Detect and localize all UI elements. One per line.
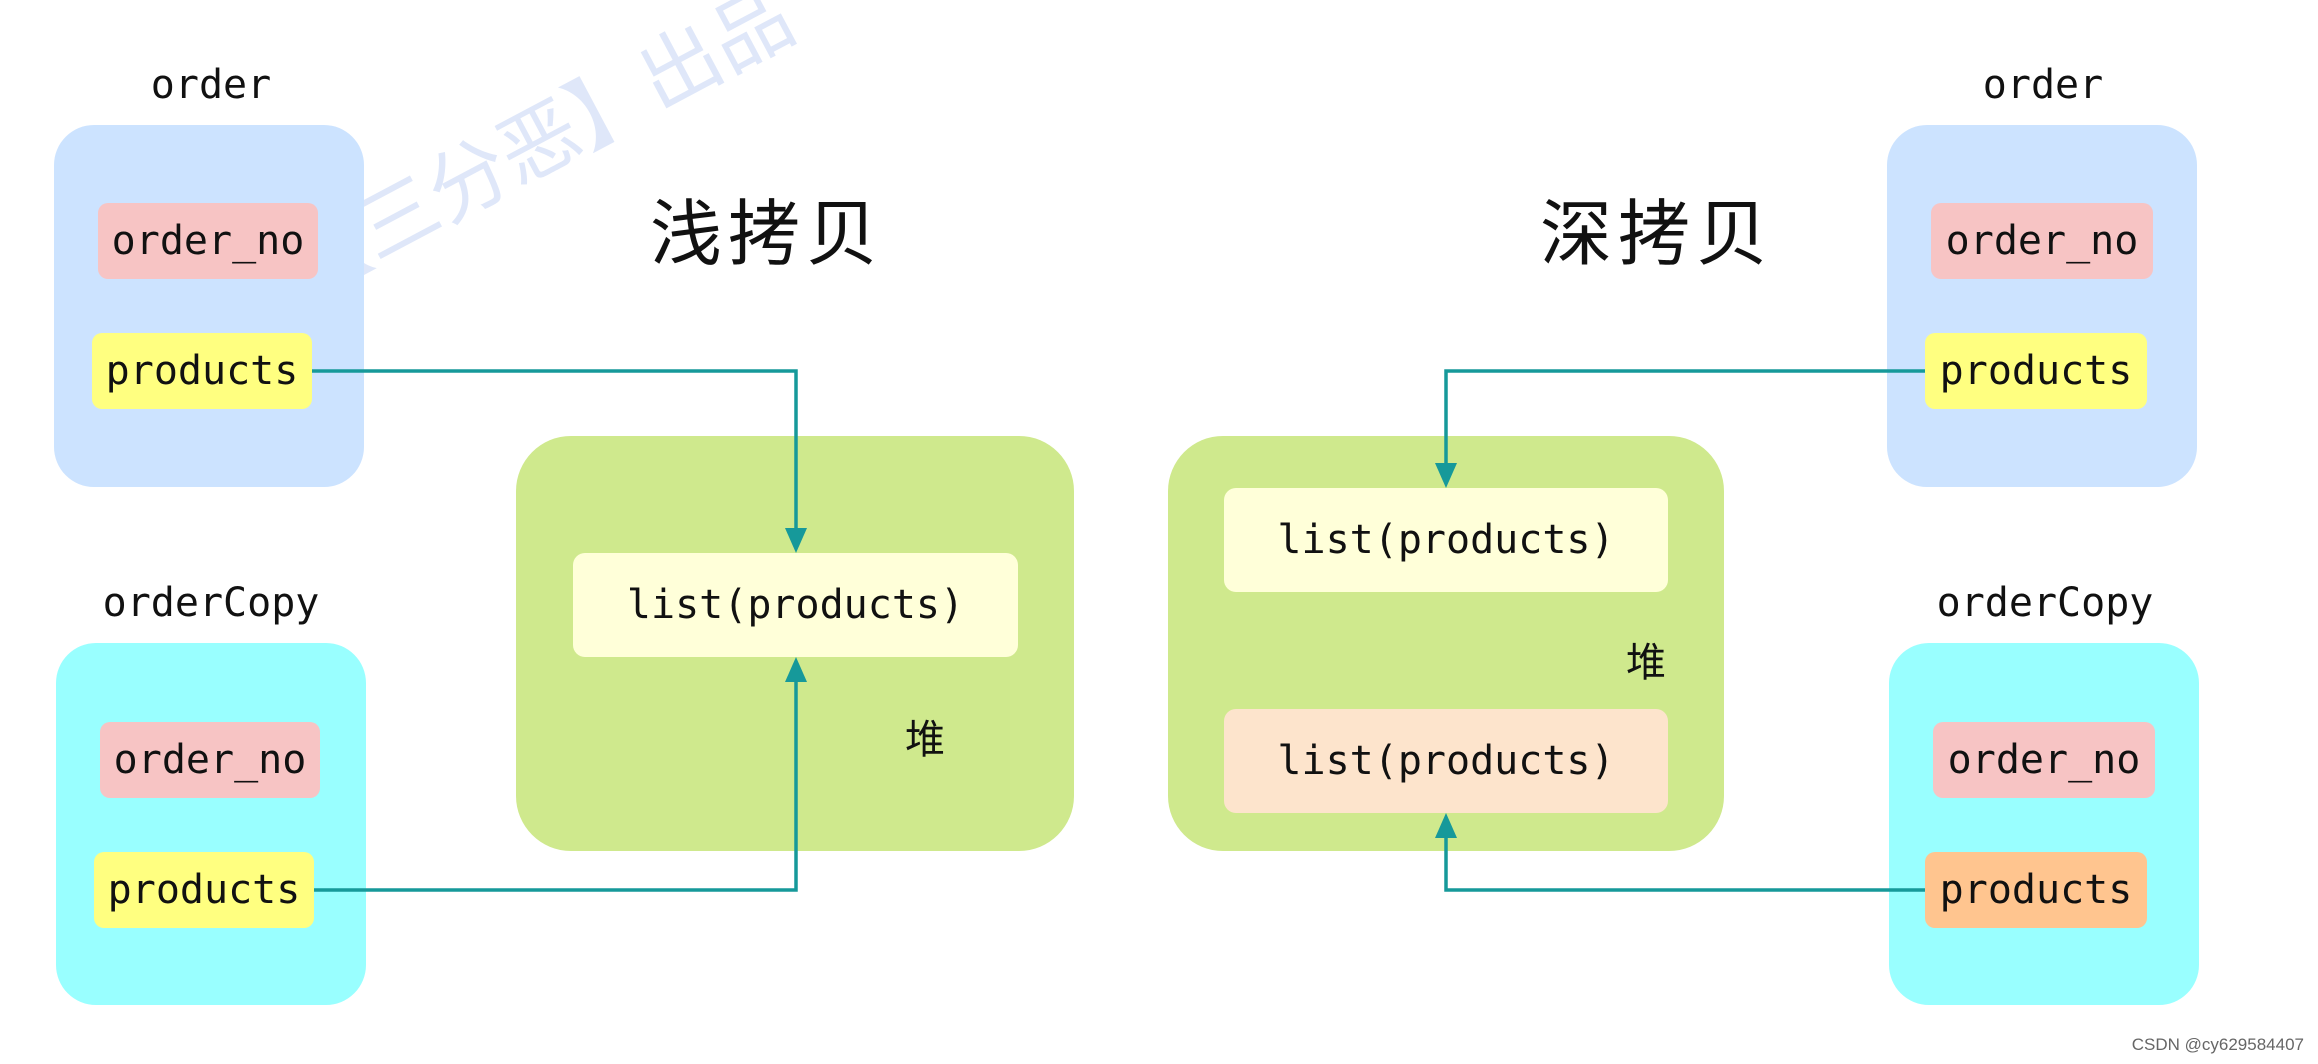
order-copy-object-left (56, 643, 366, 1005)
arrowhead-deep-top (1435, 463, 1457, 488)
order-copy-label-left: orderCopy (102, 580, 320, 626)
products-field-order-right: products (1925, 333, 2147, 409)
arrow-order-products-to-list-deep (1444, 369, 1925, 470)
arrowhead-deep-bottom (1435, 813, 1457, 838)
order-copy-label-right: orderCopy (1936, 580, 2154, 626)
list-products-original-deep: list(products) (1224, 488, 1668, 592)
source-credit: CSDN @cy629584407 (2131, 1035, 2304, 1054)
order-label-left: order (150, 62, 272, 108)
products-field-order-left: products (92, 333, 312, 409)
heap-label-shallow: 堆 (905, 717, 945, 763)
products-field-copy-right: products (1925, 852, 2147, 928)
order-object-left (54, 125, 364, 487)
order-copy-object-right (1889, 643, 2199, 1005)
order-no-field-copy-right: order_no (1933, 722, 2155, 798)
arrowhead-shallow-top (785, 528, 807, 553)
arrowhead-shallow-bottom (785, 657, 807, 682)
order-label-right: order (1982, 62, 2104, 108)
order-no-field-copy-left: order_no (100, 722, 320, 798)
order-no-field-left: order_no (98, 203, 318, 279)
order-no-field-right: order_no (1931, 203, 2153, 279)
products-field-copy-left: products (94, 852, 314, 928)
arrow-copy-products-to-list-deep (1444, 832, 1925, 892)
list-products-copy-deep: list(products) (1224, 709, 1668, 813)
heap-label-deep: 堆 (1626, 640, 1666, 686)
order-object-right (1887, 125, 2197, 487)
deep-copy-title: 深拷贝 (1540, 192, 1775, 276)
shallow-copy-title: 浅拷贝 (650, 192, 885, 276)
arrow-copy-products-to-list-shallow (314, 676, 798, 892)
arrow-order-products-to-list-shallow (312, 369, 798, 535)
list-products-shallow: list(products) (573, 553, 1018, 657)
